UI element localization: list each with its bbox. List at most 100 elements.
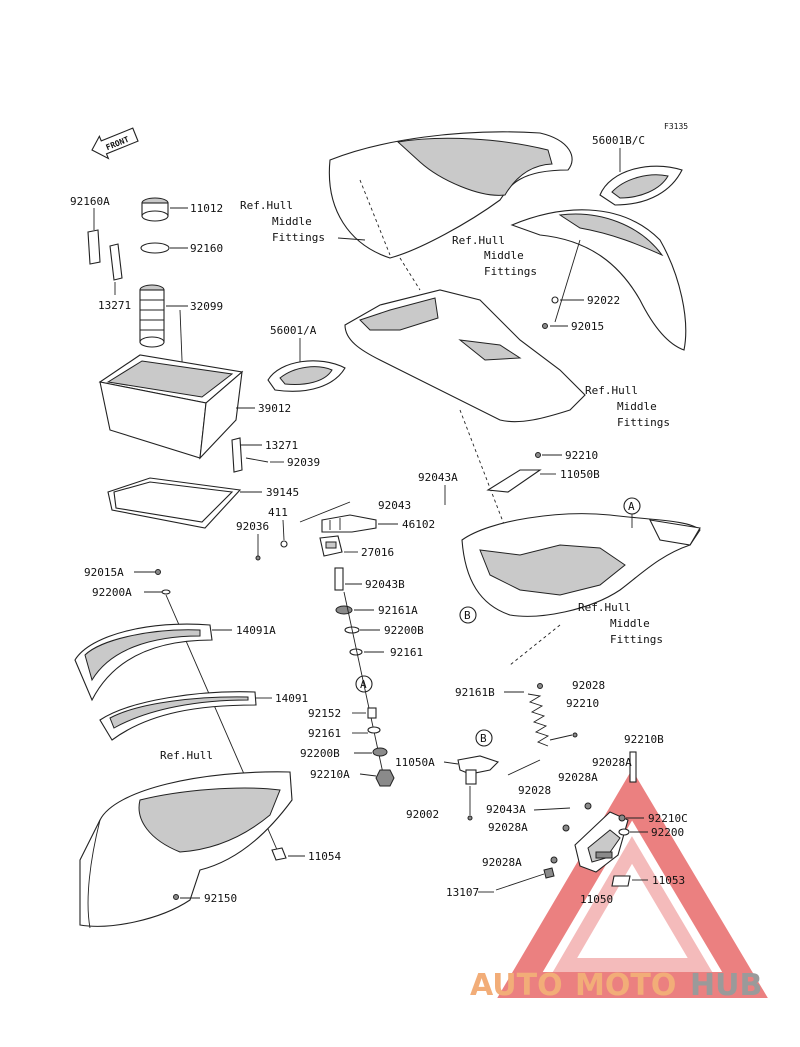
label-92028A-d: 92028A [482,856,522,869]
label-92028-b: 92028 [518,784,551,797]
label-14091: 14091 [275,692,308,705]
label-14091A: 14091A [236,624,276,637]
label-92028A-a: 92028A [592,756,632,769]
mirror-56001A [267,360,346,392]
label-92039: 92039 [287,456,320,469]
front-arrow: FRONT [91,127,139,160]
label-32099: 32099 [190,300,223,313]
ref-top-3: Fittings [272,231,325,244]
circle-b-low-text: B [480,732,487,745]
label-92200: 92200 [651,826,684,839]
label-92043A-a: 92043A [418,471,458,484]
label-92043: 92043 [378,499,411,512]
label-92028-a: 92028 [572,679,605,692]
side-panel-right [510,209,687,351]
bracket-11050A [457,755,500,785]
ref-low-3: Fittings [610,633,663,646]
label-92210A: 92210A [310,768,350,781]
ref-right-3: Fittings [484,265,537,278]
circle-ref-B-low [475,729,493,747]
seal-39145 [107,477,242,529]
ref-hull-plain: Ref.Hull [160,749,213,762]
label-11050A: 11050A [395,756,435,769]
gasket-92160 [140,242,170,254]
label-92210-a: 92210 [565,449,598,462]
label-92028A-c: 92028A [488,821,528,834]
ref-right-2: Middle [484,249,524,262]
washer-92161-b [367,726,381,734]
watermark-moto: MOTO [575,968,676,1003]
watermark-auto: AUTO [470,968,563,1003]
ref-mid-3: Fittings [617,416,670,429]
label-11012: 11012 [190,202,223,215]
label-46102: 46102 [402,518,435,531]
label-92210B: 92210B [624,733,664,746]
clip-92015A [155,569,161,575]
watermark-triangle [497,769,768,998]
washer-92200A [161,589,171,595]
circle-ref-B-top [459,606,477,624]
lower-hull-body [79,771,293,929]
circle-b-top-text: B [464,609,471,622]
panel-14091 [99,691,257,741]
label-92161-a: 92161 [390,646,423,659]
label-92150: 92150 [204,892,237,905]
watermark-hub: HUB [690,968,762,1003]
label-92002: 92002 [406,808,439,821]
clip-11054 [271,847,287,861]
figure-code: F3135 [664,122,688,131]
label-92036: 92036 [236,520,269,533]
bracket-11050B [486,469,542,493]
strap-92160A [87,229,101,265]
storage-bin-39012 [98,354,244,460]
label-39145: 39145 [266,486,299,499]
label-92015A: 92015A [84,566,124,579]
label-92210-b: 92210 [566,697,599,710]
label-39012: 39012 [258,402,291,415]
ref-top-2: Middle [272,215,312,228]
ref-mid-1: Ref.Hull [585,384,638,397]
seat-cover [328,131,573,259]
circle-a-top-text: A [628,500,635,513]
ref-mid-2: Middle [617,400,657,413]
label-92161B: 92161B [455,686,495,699]
ref-low-1: Ref.Hull [578,601,631,614]
bolt-92043B [334,567,344,591]
bracket-13271-right [231,437,243,473]
grommet-92161A [335,605,353,615]
hook-27016 [319,535,343,557]
label-92200A: 92200A [92,586,132,599]
label-13271-a: 13271 [98,299,131,312]
lower-hull-tray [461,513,701,617]
label-92200B-a: 92200B [384,624,424,637]
label-92160: 92160 [190,242,223,255]
spring-92210 [527,693,550,747]
label-92160A: 92160A [70,195,110,208]
label-11050B: 11050B [560,468,600,481]
label-92161A: 92161A [378,604,418,617]
label-56001BC: 56001B/C [592,134,645,147]
label-92043A-b: 92043A [486,803,526,816]
ref-right-1: Ref.Hull [452,234,505,247]
washer-92200B-b [372,747,388,757]
nut-92210A [375,769,395,787]
ref-top-1: Ref.Hull [240,199,293,212]
label-92161-b: 92161 [308,727,341,740]
label-92015: 92015 [571,320,604,333]
pin-92152 [367,707,377,719]
label-27016: 27016 [361,546,394,559]
panel-14091A [74,623,213,702]
bolt-92210B [629,751,637,783]
bolt-13107 [495,867,555,891]
label-11050: 11050 [580,893,613,906]
label-11053: 11053 [652,874,685,887]
label-56001A: 56001/A [270,324,317,337]
mirror-56001BC [599,165,683,206]
label-13271-b: 13271 [265,439,298,452]
nut-92028-a [537,683,543,689]
middle-deck [344,257,586,423]
ref-low-2: Middle [610,617,650,630]
clip-92150 [173,894,179,900]
